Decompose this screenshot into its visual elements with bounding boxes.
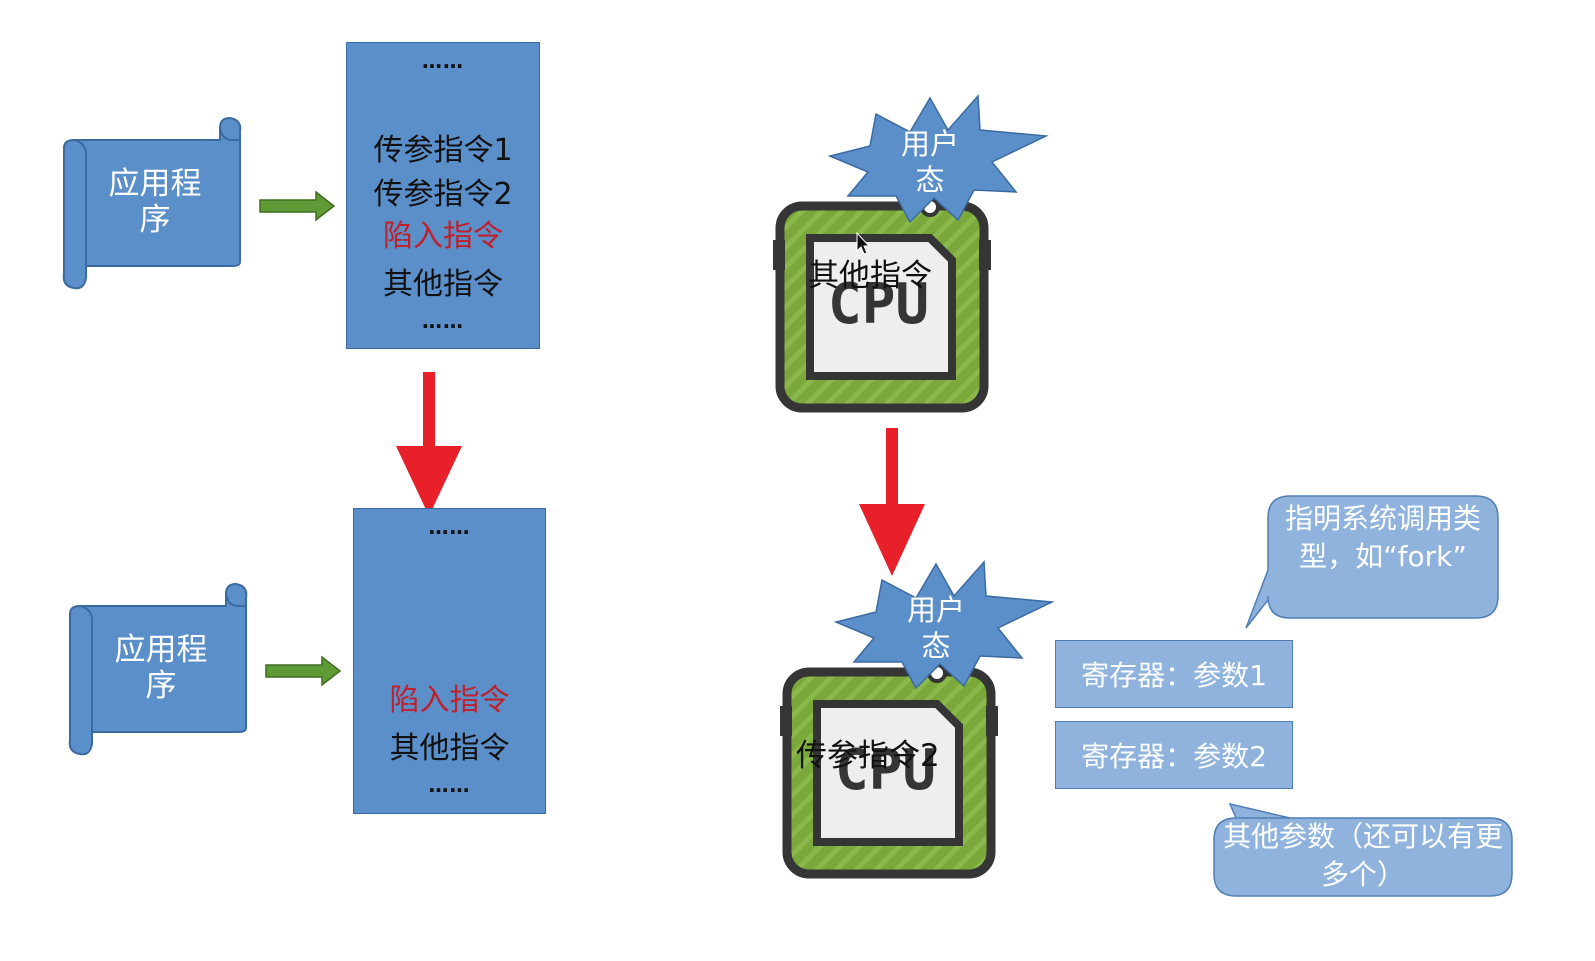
cpu-chip-icon — [780, 663, 998, 879]
cpu-current-instruction-top: 其他指令 — [808, 258, 932, 294]
callout-shape — [1245, 495, 1499, 629]
instruction-item: 传参指令1 — [373, 133, 513, 168]
green-arrow-right-icon — [265, 655, 342, 687]
register-box-param2: 寄存器：参数2 — [1055, 721, 1293, 789]
cursor-icon — [856, 231, 871, 255]
starburst-shape — [833, 560, 1055, 690]
state-label-user-bottom: 用户态 — [906, 593, 965, 663]
instruction-box-top: …… 传参指令1 传参指令2 陷入指令 其他指令 …… — [346, 42, 540, 349]
cpu-chip-icon — [773, 197, 991, 413]
starburst-shape — [827, 94, 1049, 224]
callout-other-params: 其他参数（还可以有更多个） — [1222, 820, 1503, 891]
red-arrow-down-icon — [859, 428, 925, 576]
cpu-chip-label: CPU — [835, 738, 937, 803]
scroll-shape-top — [62, 116, 242, 290]
instruction-item-trap: 陷入指令 — [389, 683, 510, 718]
green-arrow-right-icon — [259, 190, 336, 222]
red-arrow-down-icon — [396, 372, 462, 516]
ellipsis-top: …… — [428, 515, 471, 539]
scroll-label-app-bottom: 应用程序 — [114, 632, 208, 704]
scroll-label-app-top: 应用程序 — [108, 166, 202, 238]
callout-shape — [1213, 802, 1513, 897]
cpu-chip-label: CPU — [828, 272, 930, 337]
instruction-item-trap: 陷入指令 — [383, 219, 503, 254]
cpu-current-instruction-bottom: 传参指令2 — [796, 738, 940, 774]
callout-syscall-type: 指明系统调用类型，如“fork” — [1284, 502, 1481, 573]
ellipsis-top: …… — [422, 49, 464, 73]
register-box-param1: 寄存器：参数1 — [1055, 640, 1293, 708]
ellipsis-bottom: …… — [428, 773, 471, 797]
instruction-box-bottom: …… 陷入指令 其他指令 …… — [353, 508, 546, 814]
ellipsis-bottom: …… — [422, 309, 464, 333]
instruction-item: 传参指令2 — [373, 177, 513, 212]
instruction-item: 其他指令 — [383, 267, 503, 302]
state-label-user-top: 用户态 — [900, 127, 959, 197]
scroll-shape-bottom — [68, 582, 248, 756]
instruction-item: 其他指令 — [389, 731, 510, 766]
